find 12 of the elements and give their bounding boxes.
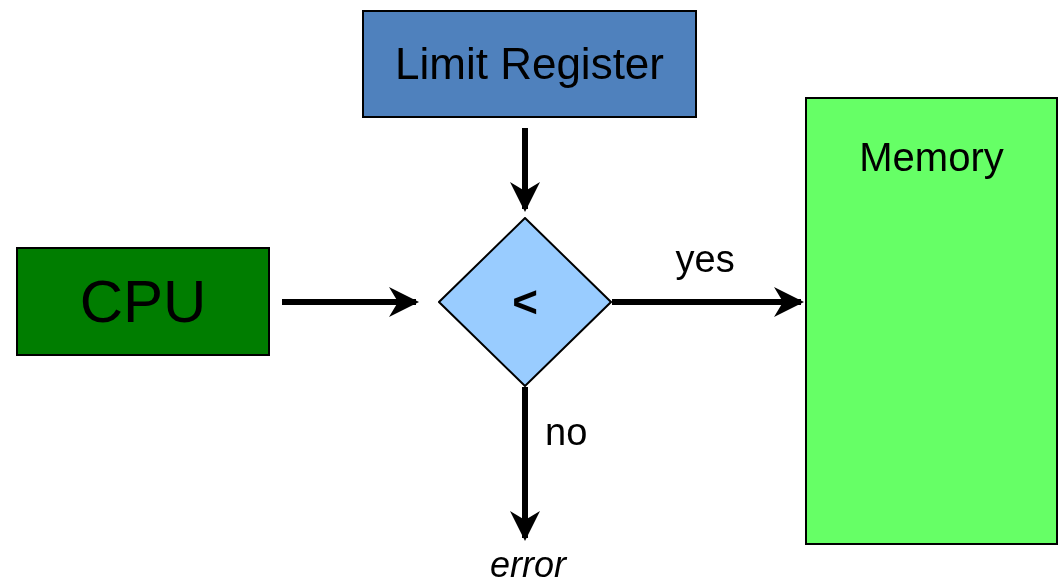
error-label: error	[490, 547, 566, 583]
memory-box	[805, 97, 1058, 545]
arrow	[282, 287, 419, 317]
box-label: Limit Register	[395, 42, 664, 86]
box-label: CPU	[79, 271, 207, 332]
comparison-symbol: <	[512, 280, 538, 324]
arrow	[612, 287, 804, 317]
arrow	[510, 128, 540, 212]
cpu-box	[16, 247, 270, 356]
box-label: Memory	[859, 137, 1004, 177]
arrow	[510, 387, 540, 541]
register-box	[362, 10, 697, 118]
